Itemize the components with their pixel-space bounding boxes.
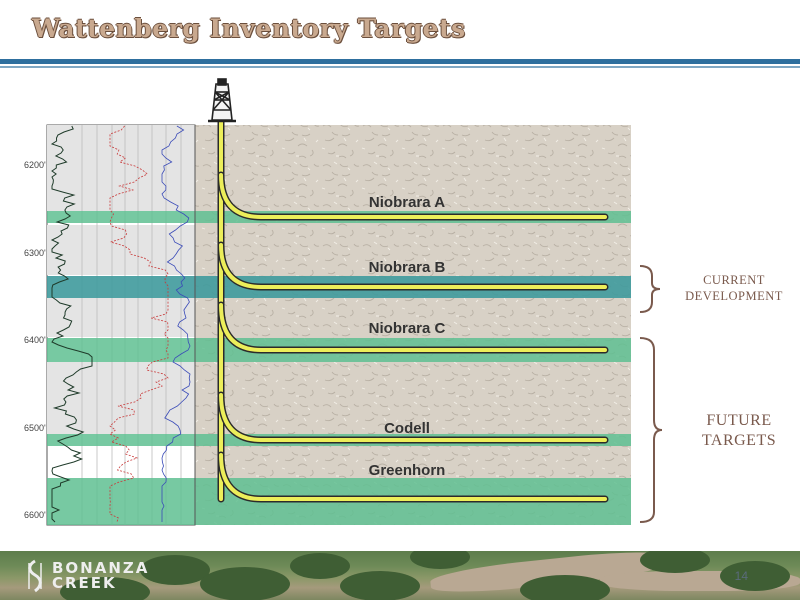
title-rule-thin — [0, 66, 800, 68]
logo-text: BONANZA CREEK — [52, 561, 149, 591]
rock-formation-body — [195, 125, 631, 525]
depth-label: 6300' — [24, 248, 46, 258]
formation-label: Niobrara A — [369, 194, 445, 211]
title-rule — [0, 59, 800, 64]
logo-line-1: BONANZA — [52, 559, 150, 577]
footer-banner: BONANZA CREEK 14 — [0, 551, 800, 600]
bonanza-creek-logo-icon — [28, 559, 42, 593]
current-label-line-2: DEVELOPMENT — [685, 289, 783, 303]
logo-line-2: CREEK — [52, 574, 117, 592]
page-number: 14 — [734, 569, 748, 583]
future-label-line-1: FUTURE — [706, 412, 772, 429]
future-label-line-2: TARGETS — [701, 432, 777, 449]
formation-label: Codell — [384, 420, 430, 437]
current-development-bracket — [639, 265, 661, 313]
future-targets-bracket — [639, 337, 663, 523]
wellbore-diagram: 6200' 6300' 6400' 6500' 6600' Niobrara A Niob… — [24, 78, 663, 526]
lateral-wellbore-5 — [219, 453, 607, 501]
current-development-label: CURRENT DEVELOPMENT — [672, 272, 796, 304]
current-label-line-1: CURRENT — [703, 273, 765, 287]
slide-title: Wattenberg Inventory Targets — [32, 14, 466, 43]
lateral-wellbore-2 — [219, 243, 607, 289]
depth-label: 6200' — [24, 160, 46, 170]
lateral-wellbore-3 — [219, 303, 607, 352]
formation-label: Greenhorn — [369, 462, 446, 479]
formation-label: Niobrara C — [369, 320, 446, 337]
depth-label: 6500' — [24, 423, 46, 433]
lateral-wellbore-4 — [219, 393, 607, 442]
company-logo: BONANZA CREEK — [22, 556, 149, 596]
formation-label: Niobrara B — [369, 259, 446, 276]
future-targets-label: FUTURE TARGETS — [690, 411, 788, 451]
depth-label: 6400' — [24, 335, 46, 345]
lateral-wellbore-1 — [219, 173, 607, 219]
drilling-rig-icon — [208, 78, 236, 123]
depth-label: 6600' — [24, 510, 46, 520]
